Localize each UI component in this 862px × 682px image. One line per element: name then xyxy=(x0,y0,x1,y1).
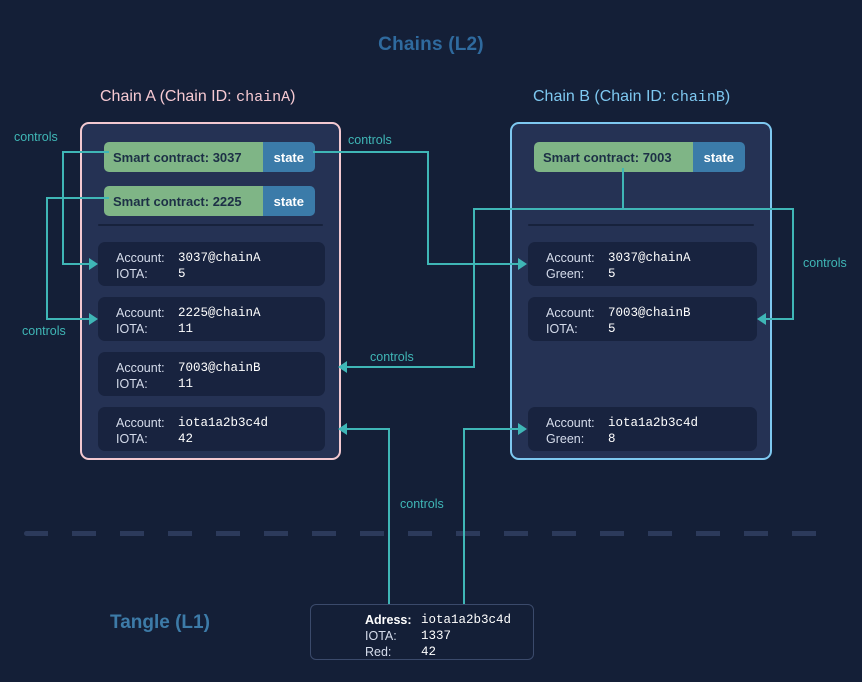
chain-a-contract-3037-name: Smart contract: 3037 xyxy=(104,142,263,172)
layer-separator xyxy=(24,531,838,536)
chain-a-account-2[interactable]: Account: 7003@chainB IOTA: 11 xyxy=(98,352,325,396)
connector-l1-right-vert xyxy=(463,428,465,604)
connector-a-3037-top xyxy=(62,151,109,153)
connector-a-2225-top xyxy=(46,197,109,199)
chain-a-account-0-val1: 3037@chainA xyxy=(178,251,261,265)
chain-b-contract-7003-name: Smart contract: 7003 xyxy=(534,142,693,172)
chain-a-caption-id: chainA xyxy=(236,89,291,106)
chain-a-account-3-key2: IOTA: xyxy=(116,432,148,446)
chain-a-contract-3037-state[interactable]: state xyxy=(262,142,315,172)
connector-mid-7003-vert-down xyxy=(473,208,475,368)
chain-a-contract-2225-name: Smart contract: 2225 xyxy=(104,186,263,216)
chain-b-account-2-key1: Account: xyxy=(546,416,595,430)
controls-label-3: controls xyxy=(348,133,392,147)
chain-b-account-2-val2: 8 xyxy=(608,432,616,446)
l1-layer-title: Tangle (L1) xyxy=(110,612,210,633)
chain-b-account-0-key1: Account: xyxy=(546,251,595,265)
connector-mid-3037-vert xyxy=(427,151,429,265)
chain-a-account-1-key2: IOTA: xyxy=(116,322,148,336)
arrow-mid-3037-into-chainb-account xyxy=(518,258,527,270)
tangle-red-value: 42 xyxy=(421,645,437,659)
chain-b-account-1-key2: IOTA: xyxy=(546,322,578,336)
chain-a-account-1-val1: 2225@chainA xyxy=(178,306,261,320)
arrow-a-2225-into-account xyxy=(89,313,98,325)
controls-label-4: controls xyxy=(370,350,414,364)
chain-b-account-0-val2: 5 xyxy=(608,267,616,281)
chain-a-caption: Chain A (Chain ID: chainA) xyxy=(100,88,295,106)
chain-b-divider xyxy=(528,224,754,226)
tangle-address-value: iota1a2b3c4d xyxy=(421,613,512,627)
chain-b-account-1-val2: 5 xyxy=(608,322,616,336)
connector-mid-7003-vert-top xyxy=(622,168,624,210)
chain-a-contract-2225-state[interactable]: state xyxy=(262,186,315,216)
chain-a-account-0-key2: IOTA: xyxy=(116,267,148,281)
chain-a-account-3[interactable]: Account: iota1a2b3c4d IOTA: 42 xyxy=(98,407,325,451)
chain-b-account-2-key2: Green: xyxy=(546,432,585,446)
chain-a-contract-3037[interactable]: Smart contract: 3037 state xyxy=(104,142,315,172)
tangle-iota-label: IOTA: xyxy=(365,629,397,643)
chain-a-caption-suffix: ) xyxy=(290,88,296,105)
chain-b-account-0-key2: Green: xyxy=(546,267,585,281)
chain-b-account-1-val1: 7003@chainB xyxy=(608,306,691,320)
connector-l1-left-horiz xyxy=(347,428,390,430)
l2-layer-title: Chains (L2) xyxy=(378,34,484,55)
chain-a-account-0-val2: 5 xyxy=(178,267,186,281)
chain-a-account-2-val2: 11 xyxy=(178,377,194,391)
connector-right-vert xyxy=(792,208,794,320)
controls-label-1: controls xyxy=(14,130,58,144)
chain-a-account-1-val2: 11 xyxy=(178,322,194,336)
chain-b-caption-prefix: Chain B (Chain ID: xyxy=(533,88,671,105)
connector-a-3037-vert xyxy=(62,151,64,265)
connector-l1-left-vert xyxy=(388,428,390,604)
arrow-l1-into-chaina-iota xyxy=(338,423,347,435)
chain-a-account-3-val1: iota1a2b3c4d xyxy=(178,416,269,430)
chain-b-contract-7003-state[interactable]: state xyxy=(692,142,745,172)
chain-a-account-0-key1: Account: xyxy=(116,251,165,265)
tangle-iota-value: 1337 xyxy=(421,629,452,643)
chain-b-account-1[interactable]: Account: 7003@chainB IOTA: 5 xyxy=(528,297,757,341)
chain-b-account-2-val1: iota1a2b3c4d xyxy=(608,416,699,430)
connector-l1-right-horiz xyxy=(463,428,520,430)
tangle-address-label: Adress: xyxy=(365,613,412,627)
arrow-mid-7003-into-chaina-account xyxy=(338,361,347,373)
connector-a-2225-vert xyxy=(46,197,48,319)
chain-a-contract-2225[interactable]: Smart contract: 2225 state xyxy=(104,186,315,216)
chain-b-caption-id: chainB xyxy=(670,89,725,106)
chain-a-account-2-val1: 7003@chainB xyxy=(178,361,261,375)
chain-b-caption: Chain B (Chain ID: chainB) xyxy=(533,88,730,106)
controls-label-2: controls xyxy=(22,324,66,338)
chain-a-account-1-key1: Account: xyxy=(116,306,165,320)
chain-a-account-2-key1: Account: xyxy=(116,361,165,375)
connector-mid-3037-top xyxy=(313,151,429,153)
chain-b-caption-suffix: ) xyxy=(724,88,731,105)
chain-b-account-2[interactable]: Account: iota1a2b3c4d Green: 8 xyxy=(528,407,757,451)
chain-a-account-1[interactable]: Account: 2225@chainA IOTA: 11 xyxy=(98,297,325,341)
chain-a-caption-prefix: Chain A (Chain ID: xyxy=(100,88,237,105)
chain-b-account-1-key1: Account: xyxy=(546,306,595,320)
chain-a-account-3-key1: Account: xyxy=(116,416,165,430)
arrow-a-3037-into-account xyxy=(89,258,98,270)
controls-label-5: controls xyxy=(803,256,847,270)
chain-a-account-0[interactable]: Account: 3037@chainA IOTA: 5 xyxy=(98,242,325,286)
connector-right-top xyxy=(622,208,794,210)
connector-a-2225-bottom xyxy=(46,318,91,320)
connector-right-bottom xyxy=(766,318,794,320)
connector-a-3037-bottom xyxy=(62,263,91,265)
chain-b-box: Smart contract: 7003 state Account: 3037@… xyxy=(510,122,772,460)
arrow-right-into-chainb-account xyxy=(757,313,766,325)
chain-b-contract-7003[interactable]: Smart contract: 7003 state xyxy=(534,142,745,172)
chain-b-account-0[interactable]: Account: 3037@chainA Green: 5 xyxy=(528,242,757,286)
chain-a-account-3-val2: 42 xyxy=(178,432,194,446)
chain-b-account-0-val1: 3037@chainA xyxy=(608,251,691,265)
chain-a-box: Smart contract: 3037 state Smart contrac… xyxy=(80,122,341,460)
arrow-l1-into-chainb-iota xyxy=(518,423,527,435)
tangle-address-card[interactable]: Adress: iota1a2b3c4d IOTA: 1337 Red: 42 xyxy=(310,604,534,660)
connector-mid-7003-horiz-top xyxy=(473,208,624,210)
connector-mid-7003-horiz-bottom xyxy=(347,366,475,368)
tangle-red-label: Red: xyxy=(365,645,392,659)
controls-label-6: controls xyxy=(400,497,444,511)
chain-a-divider xyxy=(98,224,323,226)
chain-a-account-2-key2: IOTA: xyxy=(116,377,148,391)
